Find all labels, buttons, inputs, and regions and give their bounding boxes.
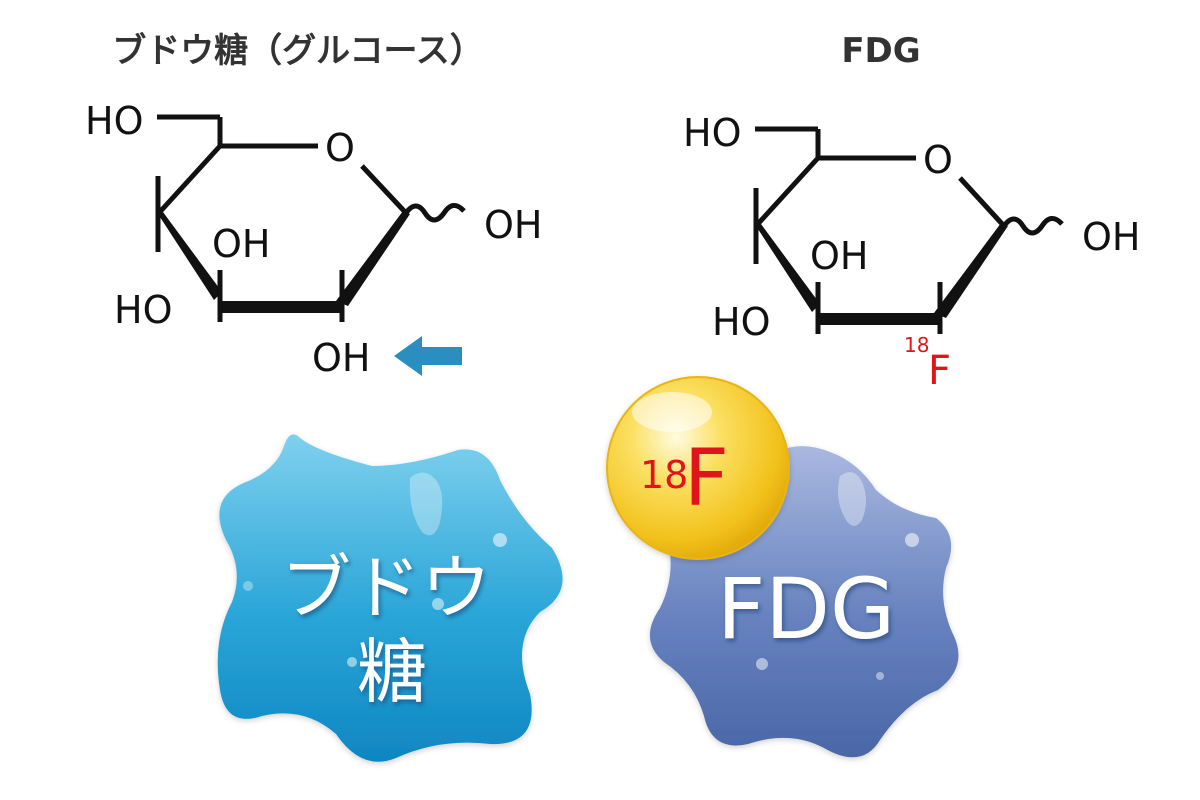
- glucose-badge-bubble: [432, 598, 444, 610]
- fdg-structure: FDG HO O OH OH HO 18 F: [683, 31, 1140, 394]
- isotope-sphere-shine: [632, 392, 712, 432]
- bond-c3-c2-bold: [218, 301, 342, 313]
- atom-oh-inner: OH: [810, 234, 868, 278]
- bond-c1-wavy: [1001, 216, 1064, 236]
- fdg-badge-label: FDG: [717, 560, 895, 658]
- bond-c1-wavy: [403, 203, 466, 223]
- bond-c3-c2-bold: [816, 313, 940, 325]
- glucose-badge: ブドウ 糖: [217, 434, 563, 762]
- pointer-arrow-icon: [394, 336, 462, 376]
- atom-oh-right: OH: [484, 203, 542, 247]
- bond-c4-c3-wedge: [756, 220, 820, 312]
- fdg-badge-bubble: [876, 672, 884, 680]
- atom-oh-right: OH: [1082, 215, 1140, 259]
- glucose-title: ブドウ糖（グルコース）: [112, 31, 484, 71]
- bond-ring-o-c1: [360, 164, 408, 215]
- atom-ring-o: O: [325, 126, 355, 170]
- bond-c4-c3-wedge: [158, 208, 222, 300]
- atom-ho-top: HO: [683, 111, 741, 155]
- glucose-structure: ブドウ糖（グルコース） HO O OH OH HO OH: [85, 31, 542, 380]
- glucose-badge-line2: 糖: [357, 631, 427, 713]
- fluorine-mass-number: 18: [904, 333, 929, 357]
- isotope-sphere: 18 F: [606, 376, 790, 560]
- atom-ho-left: HO: [114, 288, 172, 332]
- fluorine-18-label: 18 F: [904, 333, 951, 394]
- isotope-mass-number: 18: [640, 453, 688, 497]
- fdg-badge-bubble: [905, 533, 919, 547]
- fdg-title: FDG: [841, 31, 920, 71]
- atom-oh-inner: OH: [212, 222, 270, 266]
- fdg-badge-highlight: [838, 472, 866, 526]
- glucose-badge-highlight: [409, 472, 443, 536]
- atom-ho-top: HO: [85, 99, 143, 143]
- glucose-badge-bubble: [243, 581, 253, 591]
- glucose-badge-bubble: [493, 533, 507, 547]
- bond-c5-c4: [156, 144, 222, 216]
- bond-c2-c1-wedge: [336, 211, 410, 306]
- fdg-badge-bubble: [756, 658, 768, 670]
- bond-c5-c4: [754, 156, 820, 228]
- atom-oh-bottom: OH: [312, 336, 370, 380]
- atom-ring-o: O: [923, 138, 953, 182]
- bond-ring-o-c1: [958, 176, 1006, 228]
- fluorine-symbol: F: [928, 348, 951, 394]
- glucose-badge-line1: ブドウ: [281, 547, 491, 629]
- isotope-symbol: F: [684, 434, 729, 524]
- glucose-badge-bubble: [347, 657, 357, 667]
- atom-ho-left: HO: [712, 300, 770, 344]
- glucose-badge-shape: [217, 434, 563, 762]
- bond-c2-c1-wedge: [934, 223, 1008, 318]
